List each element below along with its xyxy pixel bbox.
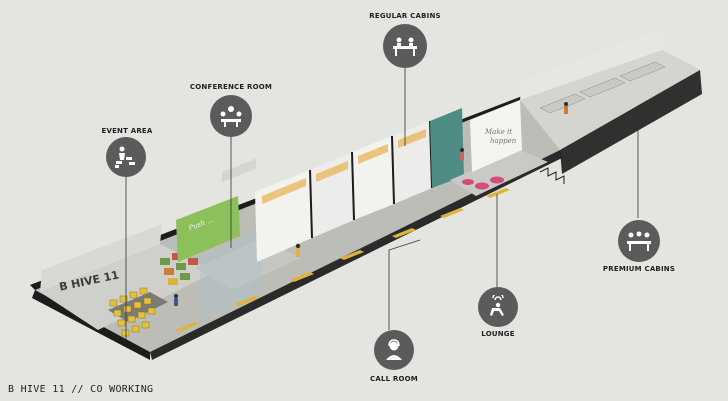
lounge-couches (462, 176, 504, 190)
premium-cabins-floor (520, 50, 700, 150)
conference-table (222, 158, 256, 183)
lounge-wall-text-2: happen (490, 137, 517, 145)
premium-desks (539, 61, 666, 114)
premium-cabins-label: PREMIUM CABINS (602, 265, 676, 273)
event-area-floor (40, 244, 215, 330)
premium-cabins-backwall (520, 28, 664, 100)
conference-room-label: CONFERENCE ROOM (189, 83, 273, 91)
call-room-panel (430, 108, 464, 188)
lounge-label: LOUNGE (481, 330, 515, 338)
conference-green-wall (176, 196, 240, 262)
leader-lines (125, 62, 639, 340)
image-caption: B HIVE 11 // CO WORKING (8, 384, 154, 395)
premium-cabins-icon (618, 220, 660, 262)
regular-cabins-label: REGULAR CABINS (369, 12, 441, 20)
premium-glass-wall (560, 70, 702, 174)
floor-stripes (175, 188, 510, 332)
lounge-wall (470, 100, 522, 172)
regular-cabins-icon (383, 24, 427, 68)
lounge-wall-text-1: Make it (485, 128, 513, 136)
event-area-icon (106, 137, 146, 177)
regular-cabins-row (255, 120, 433, 262)
lounge-floor (450, 150, 548, 196)
lounge-icon (478, 287, 518, 327)
event-chairs (109, 287, 156, 337)
conference-icon (210, 95, 252, 137)
people (174, 102, 568, 306)
event-area-backwall (40, 224, 162, 292)
call-room-icon (374, 330, 414, 370)
staircase (539, 167, 565, 184)
event-area-label: EVENT AREA (101, 127, 153, 135)
call-room-label: CALL ROOM (370, 375, 418, 383)
conference-glass (200, 230, 262, 318)
